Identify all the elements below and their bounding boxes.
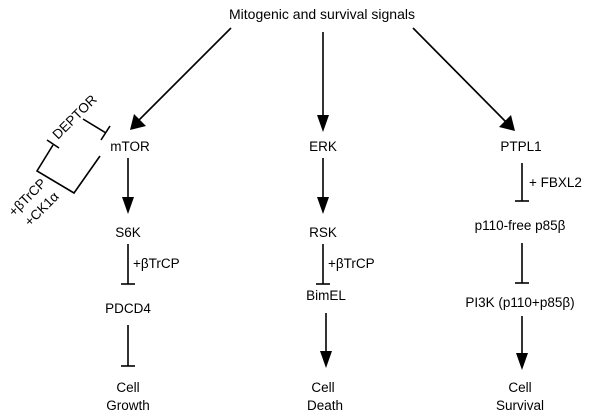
arrow-bimel-to-cell-death <box>320 313 332 368</box>
outcome-cell-growth-line1: Cell <box>116 380 139 395</box>
outcome-cell-survival-line2: Survival <box>496 398 544 413</box>
node-erk: ERK <box>309 139 337 154</box>
inhibition-ptpl1-to-p85b <box>515 163 529 202</box>
modifier-btrcp-rsk: +βTrCP <box>328 256 375 271</box>
node-bimel: BimEL <box>306 288 346 303</box>
inhibition-mtor-to-deptor-bracket <box>35 139 101 195</box>
arrow-signals-to-mtor <box>130 27 232 130</box>
outcome-cell-death-line2: Death <box>307 398 343 413</box>
node-s6k: S6K <box>115 225 141 240</box>
arrow-erk-to-rsk <box>317 158 329 214</box>
inhibition-p85b-to-pi3k <box>515 243 529 284</box>
arrow-pi3k-to-cell-survival <box>516 316 528 370</box>
node-mtor: mTOR <box>110 139 150 154</box>
inhibition-rsk-to-bimel <box>316 244 330 285</box>
node-rsk: RSK <box>309 225 337 240</box>
inhibition-pdcd4-to-cell-growth <box>121 325 135 367</box>
node-pdcd4: PDCD4 <box>105 301 151 316</box>
node-ptpl1: PTPL1 <box>500 139 541 154</box>
arrow-signals-to-ptpl1 <box>412 27 515 131</box>
node-pi3k: PI3K (p110+p85β) <box>465 295 574 310</box>
outcome-cell-growth-line2: Growth <box>106 398 150 413</box>
node-p110-free-p85b: p110-free p85β <box>475 218 566 233</box>
outcome-cell-survival-line1: Cell <box>508 380 531 395</box>
modifier-fbxl2: + FBXL2 <box>529 175 582 190</box>
inhibition-deptor-to-mtor <box>82 118 111 141</box>
modifier-btrcp-s6k: +βTrCP <box>133 256 180 271</box>
node-deptor: DEPTOR <box>50 92 100 142</box>
inhibition-s6k-to-pdcd4 <box>121 244 135 285</box>
title-mitogenic-signals: Mitogenic and survival signals <box>229 6 415 22</box>
arrow-signals-to-erk <box>317 32 329 132</box>
arrow-mtor-to-s6k <box>122 158 134 214</box>
outcome-cell-death-line1: Cell <box>311 380 334 395</box>
